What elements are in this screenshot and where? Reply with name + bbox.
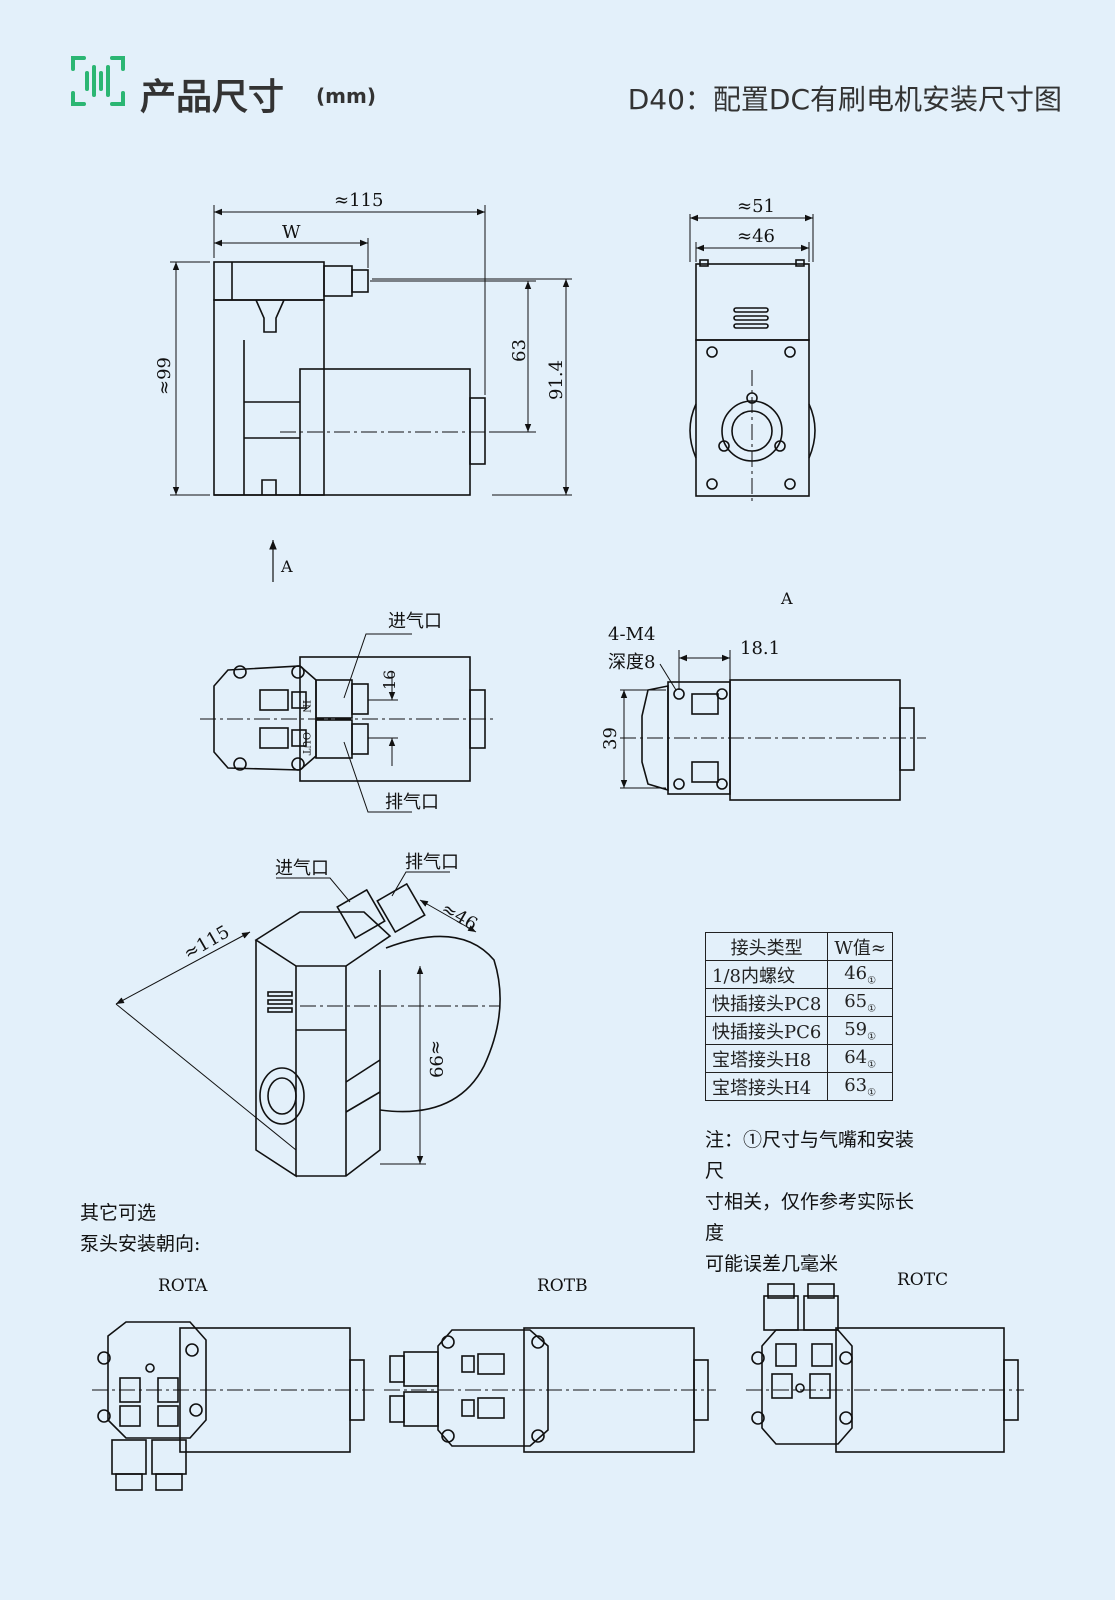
port-in-label: IN [300,700,311,713]
rotb-drawing [384,1327,716,1453]
table-header-type: 接头类型 [704,932,829,961]
table-header-w: W值≈ [827,932,893,961]
table-cell-w: 64① [827,1044,893,1073]
rota-label: ROTA [158,1276,208,1296]
table-cell-w: 59① [827,1016,893,1045]
iso-inlet-label: 进气口 [275,858,329,879]
footnote-mark: ① [867,975,877,987]
unit-label: (mm) [316,84,376,108]
page-title: 产品尺寸 [140,77,285,118]
footnote-mark: ① [867,1059,877,1071]
barcode-scan-icon [71,56,125,106]
footnote-mark: ① [867,1031,877,1043]
dim-w: W [282,222,301,243]
connector-table: 接头类型 W值≈ 1/8内螺纹 46① 快插接头PC8 65① 快插接头PC6 … [704,932,893,1101]
table-cell-type: 宝塔接头H8 [704,1044,829,1073]
footnote-mark: ① [867,1087,877,1099]
table-row: 宝塔接头H4 63① [704,1072,893,1101]
view-a [620,650,926,801]
iso-dim-46: ≈46 [438,898,481,935]
top-outlet-label: 排气口 [385,792,439,813]
port-out-label: OUT [300,732,311,756]
table-row: 宝塔接头H8 64① [704,1044,893,1073]
table-row: 快插接头PC6 59① [704,1016,893,1045]
view-a-label: A [780,589,793,608]
dim-18-1: 18.1 [740,638,780,659]
other-options-line: 泵头安装朝向: [80,1233,201,1255]
dim-height: ≈99 [154,357,175,395]
dim-91-4: 91.4 [546,360,567,400]
other-options-text: 其它可选 泵头安装朝向: [80,1198,280,1260]
depth-label: 深度8 [608,652,655,673]
table-cell-type: 快插接头PC8 [704,988,829,1017]
dim-39: 39 [600,727,621,750]
table-cell-type: 快插接头PC6 [704,1016,829,1045]
note-line: 可能误差几毫米 [705,1253,839,1275]
table-row: 1/8内螺纹 46① [704,960,893,989]
header: 产品尺寸 (mm) D40：配置DC有刷电机安装尺寸图 [0,0,1115,140]
footnote-mark: ① [867,1003,877,1015]
table-header-row: 接头类型 W值≈ [704,932,893,961]
table-cell-w: 63① [827,1072,893,1101]
thread-label: 4-M4 [608,624,655,645]
table-row: 快插接头PC8 65① [704,988,893,1017]
w-value: 64 [844,1046,868,1068]
table-cell-w: 65① [827,988,893,1017]
dim-overall-length: ≈115 [334,190,383,211]
iso-view [115,871,501,1178]
page-subtitle: D40：配置DC有刷电机安装尺寸图 [627,83,1062,116]
dim-51: ≈51 [737,196,775,217]
table-cell-type: 宝塔接头H4 [704,1072,829,1101]
table-cell-type: 1/8内螺纹 [704,960,829,989]
w-value: 63 [844,1074,868,1096]
note-line: 寸相关，仅作参考实际长度 [705,1191,915,1244]
arrow-a-label: A [280,557,293,576]
top-view [200,633,496,813]
rotb-label: ROTB [537,1276,588,1296]
side-view [689,214,816,505]
iso-outlet-label: 排气口 [405,852,459,873]
dim-63: 63 [509,339,530,362]
rotc-drawing [746,1283,1024,1453]
w-value: 65 [844,990,868,1012]
table-cell-w: 46① [827,960,893,989]
iso-dim-115: ≈115 [180,921,233,964]
dim-16: 16 [380,670,399,690]
rota-drawing [92,1321,374,1491]
iso-dim-99: ≈99 [425,1040,446,1078]
w-value: 46 [844,962,868,984]
w-value: 59 [844,1018,868,1040]
rotc-label: ROTC [897,1270,949,1290]
front-view [170,205,572,582]
note-line: 注：①尺寸与气嘴和安装尺 [705,1129,915,1182]
other-options-line: 其它可选 [80,1202,157,1224]
note-text: 注：①尺寸与气嘴和安装尺 寸相关，仅作参考实际长度 可能误差几毫米 [705,1125,925,1280]
top-inlet-label: 进气口 [388,611,442,632]
dim-46: ≈46 [737,226,775,247]
